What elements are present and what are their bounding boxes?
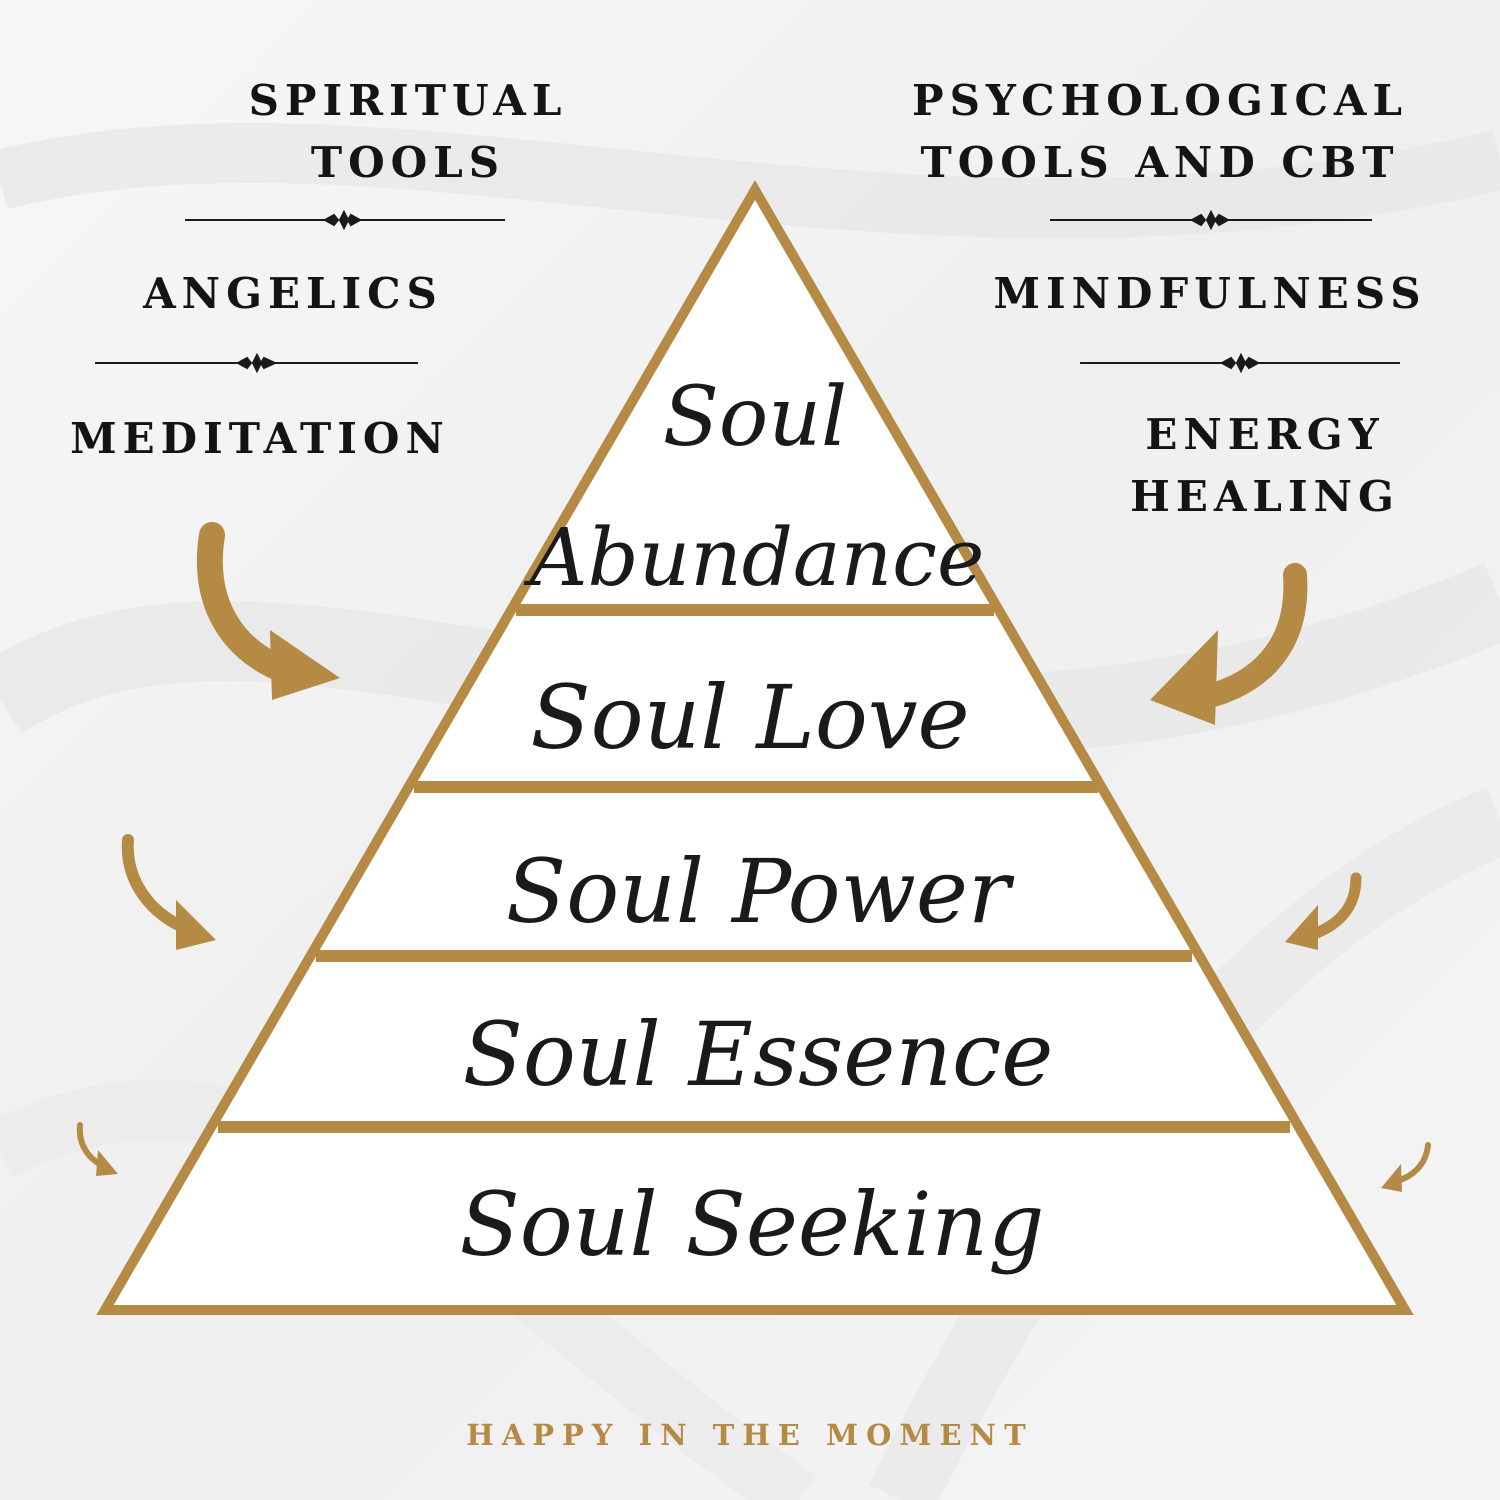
tier-label-soul-essence: Soul Essence (463, 1003, 1054, 1106)
brand-footer: HAPPY IN THE MOMENT (466, 1418, 1034, 1452)
divider-ornament (95, 352, 418, 374)
label-psychological-tools: PSYCHOLOGICAL TOOLS AND CBT (911, 76, 1409, 187)
label-energy-healing: ENERGY HEALING (1130, 410, 1400, 521)
label-meditation: MEDITATION (70, 414, 450, 463)
tier-label-soul-seeking: Soul Seeking (460, 1173, 1045, 1276)
divider-ornament (1050, 209, 1372, 231)
label-spiritual-tools: SPIRITUAL TOOLS (248, 76, 568, 187)
tier-label-soul-love: Soul Love (530, 666, 969, 769)
tier-label-soul-power: Soul Power (506, 840, 1015, 943)
divider-ornament (185, 209, 505, 231)
pyramid (96, 180, 1414, 1315)
label-mindfulness: MINDFULNESS (993, 269, 1427, 318)
label-angelics: ANGELICS (143, 269, 443, 318)
divider-ornament (1080, 352, 1400, 374)
